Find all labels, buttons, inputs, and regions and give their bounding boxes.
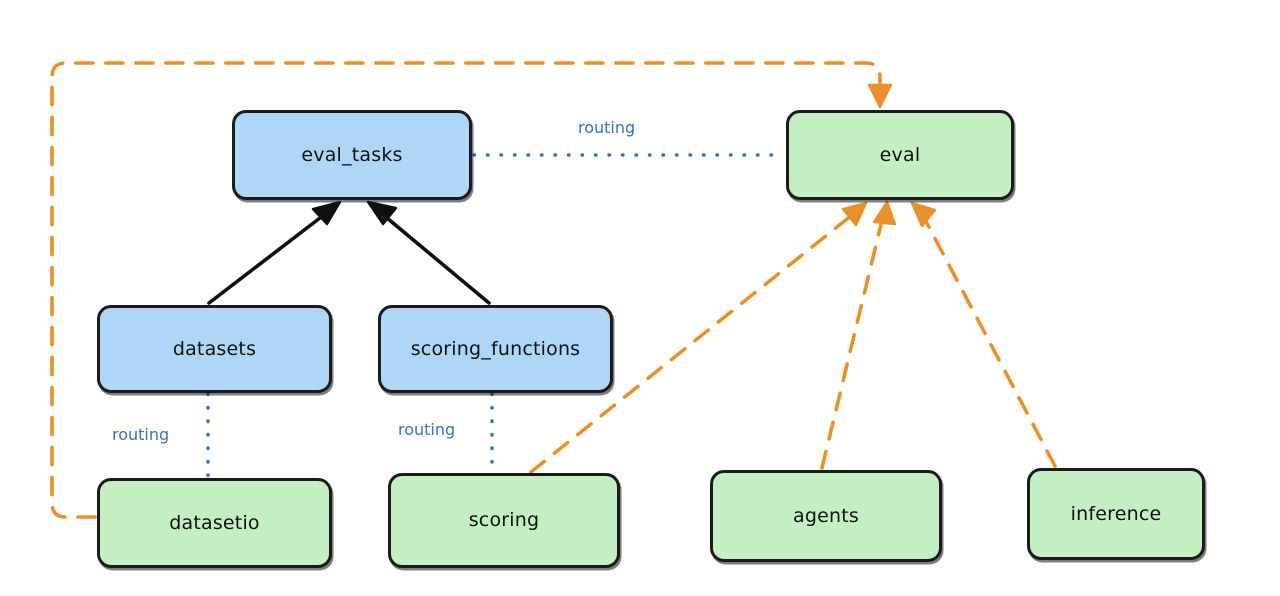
edge-datasetio-to-eval [50,61,882,519]
edge-inference-to-eval-arrowhead [910,201,937,228]
node-label-eval-tasks: eval_tasks [301,143,403,166]
node-scoring-functions[interactable]: scoring_functions [378,305,613,393]
edge-label-routing-datasets: routing [112,425,170,444]
node-datasets[interactable]: datasets [97,305,332,393]
edge-agents-to-eval [820,210,886,470]
edge-scoring-to-eval-arrowhead [841,201,868,227]
node-label-datasets: datasets [172,337,257,360]
node-label-agents: agents [793,504,859,527]
edge-datasets-to-eval_tasks-arrowhead [311,200,342,226]
node-eval[interactable]: eval [786,110,1014,200]
node-agents[interactable]: agents [710,470,942,562]
edge-datasets-to-eval_tasks [207,206,335,305]
edge-agents-to-eval-arrowhead [872,200,897,226]
edge-label-routing-eval: routing [578,118,636,137]
node-scoring[interactable]: scoring [388,473,620,568]
node-inference[interactable]: inference [1027,468,1205,560]
node-label-eval: eval [879,143,921,166]
node-eval-tasks[interactable]: eval_tasks [232,110,472,200]
node-label-scoring: scoring [468,509,540,532]
node-label-inference: inference [1070,502,1162,525]
edge-scoring_functions-to-eval_tasks-arrowhead [366,200,398,226]
edge-datasetio-to-eval-arrowhead [867,83,893,109]
node-label-datasetio: datasetio [169,511,260,534]
node-label-scoring-functions: scoring_functions [410,337,581,360]
edge-scoring-to-eval [529,209,859,474]
edge-label-routing-scoring: routing [398,420,456,439]
edge-scoring_functions-to-eval_tasks [373,206,491,305]
node-datasetio[interactable]: datasetio [97,478,332,568]
edge-inference-to-eval [919,210,1057,468]
